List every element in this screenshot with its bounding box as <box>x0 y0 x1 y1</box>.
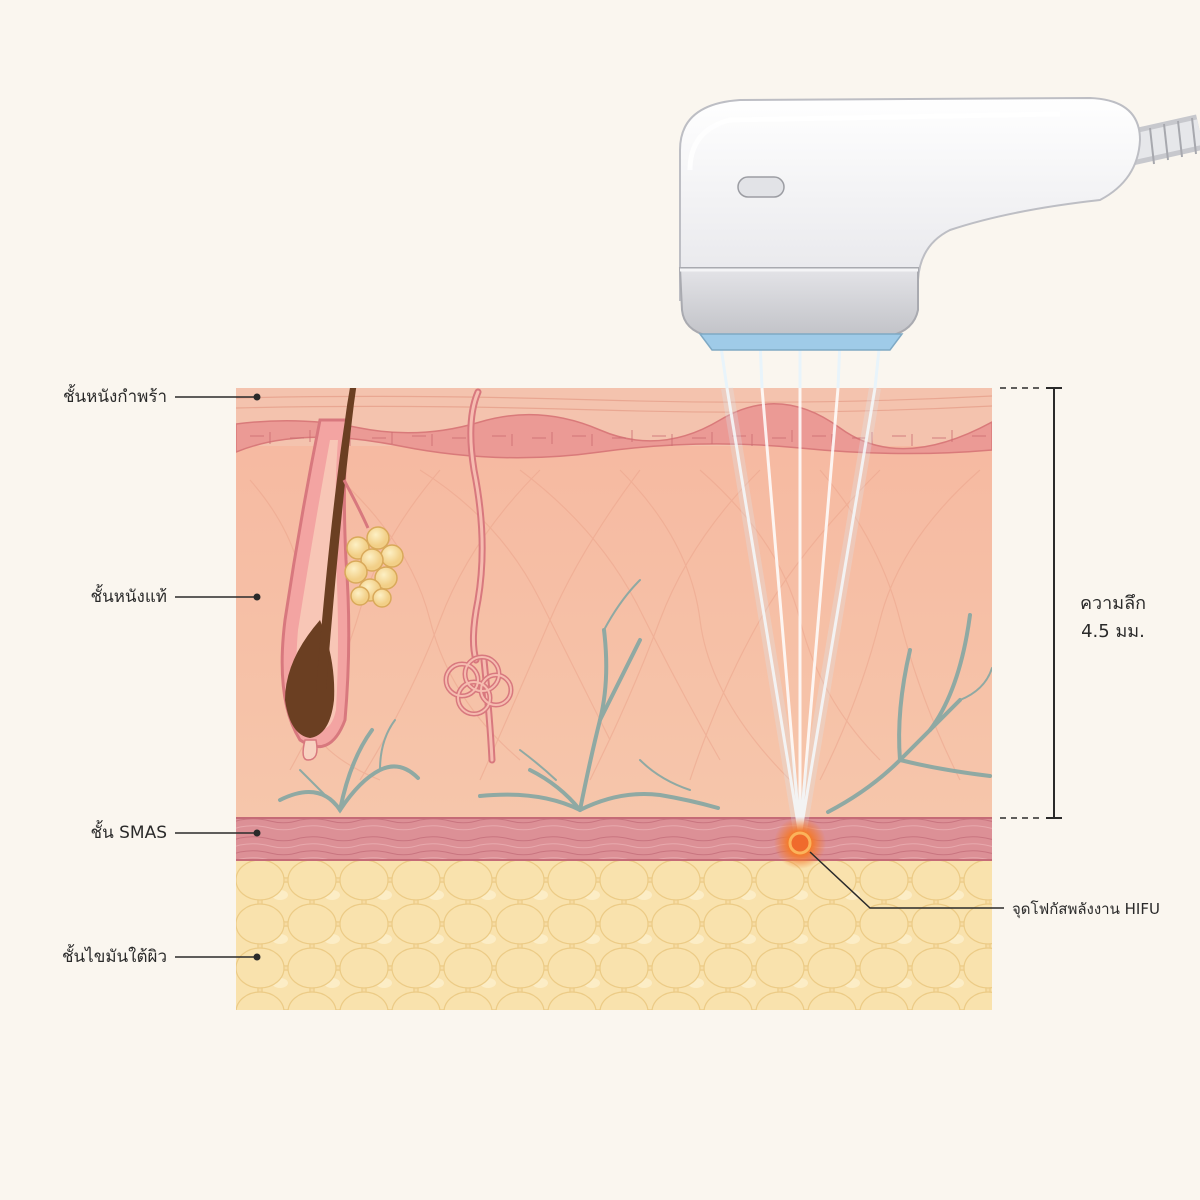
hifu-beams <box>725 388 877 837</box>
label-epidermis: ชั้นหนังกำพร้า <box>62 387 167 407</box>
focus-point-label: จุดโฟกัสพลังงาน HIFU <box>1012 900 1160 918</box>
epidermis-stratum <box>236 395 992 413</box>
depth-label: ความลึก 4.5 มม. <box>1058 590 1168 646</box>
handpiece-collar <box>678 267 919 337</box>
handpiece-body <box>679 96 1142 301</box>
transducer-window <box>698 333 904 351</box>
label-subcutaneous-fat: ชั้นไขมันใต้ผิว <box>61 947 167 967</box>
label-dermis: ชั้นหนังแท้ <box>90 587 167 607</box>
label-smas: ชั้น SMAS <box>90 823 167 843</box>
basal-cell-layer <box>236 403 992 459</box>
fat-layer <box>236 861 992 1010</box>
depth-label-line2: 4.5 มม. <box>1081 621 1145 642</box>
hair-shaft <box>316 388 357 690</box>
smas-layer <box>236 818 992 860</box>
depth-label-line1: ความลึก <box>1079 593 1147 614</box>
blood-vessels <box>278 579 992 814</box>
depth-bracket <box>1000 387 1062 819</box>
hifu-handpiece <box>678 96 1200 351</box>
tissue-block <box>236 388 992 1010</box>
hifu-focal-point <box>774 817 826 869</box>
collagen-lattice <box>249 469 981 781</box>
sebaceous-gland <box>342 479 404 608</box>
focus-leader <box>809 851 1004 909</box>
handpiece-button <box>737 176 785 198</box>
layer-leaders <box>175 393 261 961</box>
hair-follicle <box>280 418 351 761</box>
sweat-gland <box>443 388 514 764</box>
